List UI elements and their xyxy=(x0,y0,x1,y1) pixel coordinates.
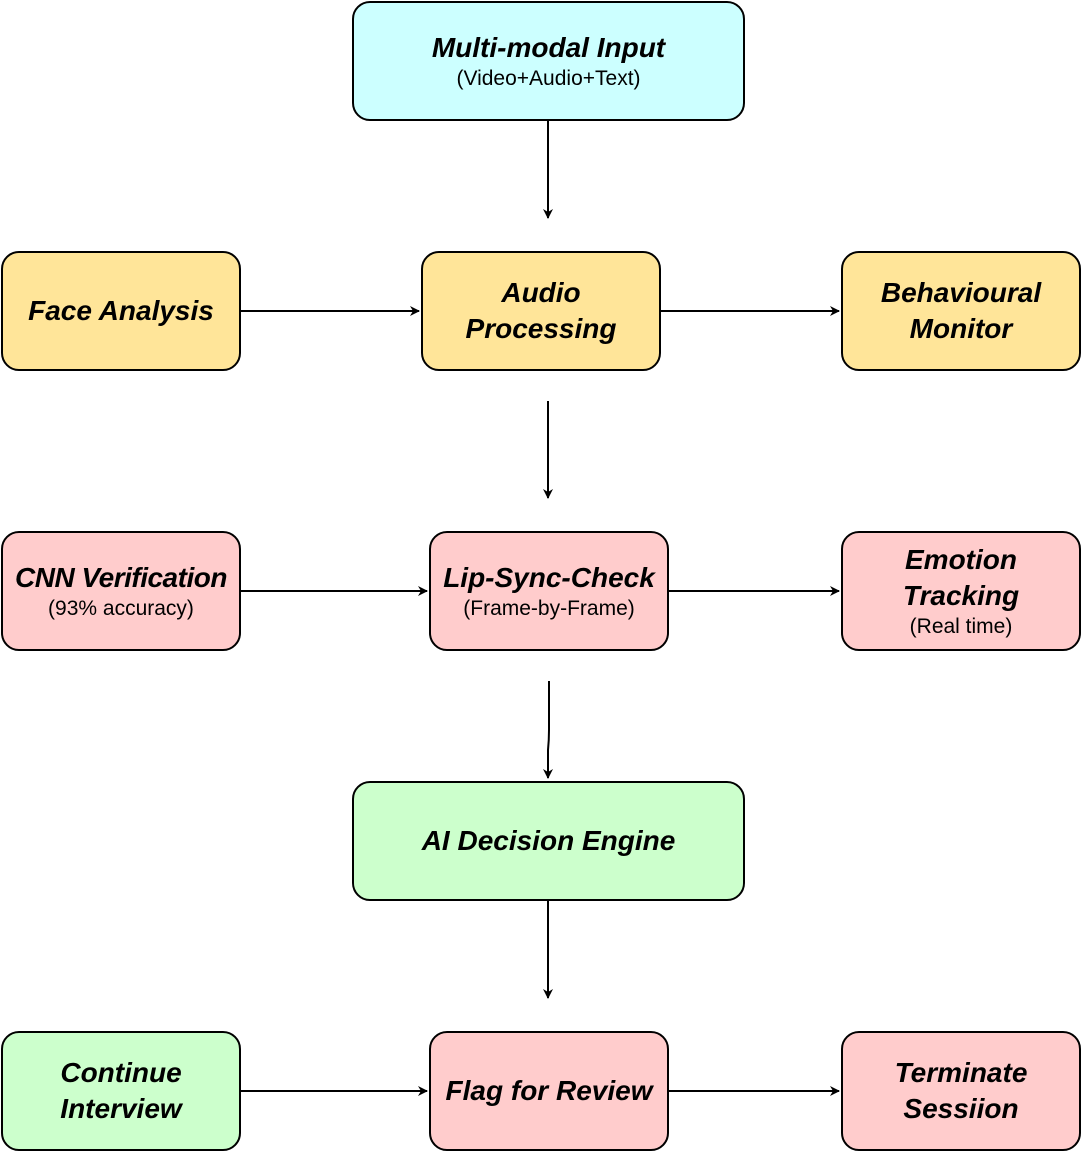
node-title: CNN Verification xyxy=(15,562,227,593)
node-cnn-verification[interactable]: CNN Verification (93% accuracy) xyxy=(1,531,241,651)
node-title-line2: Sessiion xyxy=(903,1093,1019,1124)
node-lip-sync-check[interactable]: Lip-Sync-Check (Frame-by-Frame) xyxy=(429,531,669,651)
node-title: Flag for Review xyxy=(445,1075,653,1106)
node-multimodal-input[interactable]: Multi-modal Input (Video+Audio+Text) xyxy=(352,1,745,121)
node-subtitle: (93% accuracy) xyxy=(48,597,194,620)
node-ai-decision-engine[interactable]: AI Decision Engine xyxy=(352,781,745,901)
edge-lipsync-to-decision xyxy=(543,681,553,779)
node-subtitle: (Real time) xyxy=(909,615,1013,638)
node-behavioural-monitor[interactable]: Behavioural Monitor xyxy=(841,251,1081,371)
node-flag-for-review[interactable]: Flag for Review xyxy=(429,1031,669,1151)
node-terminate-session[interactable]: Terminate Sessiion xyxy=(841,1031,1081,1151)
node-subtitle: (Frame-by-Frame) xyxy=(463,597,635,620)
node-face-analysis[interactable]: Face Analysis xyxy=(1,251,241,371)
node-title-line1: Terminate xyxy=(894,1057,1028,1088)
node-emotion-tracking[interactable]: Emotion Tracking (Real time) xyxy=(841,531,1081,651)
node-title-line2: Monitor xyxy=(909,313,1013,344)
node-continue-interview[interactable]: Continue Interview xyxy=(1,1031,241,1151)
node-subtitle: (Video+Audio+Text) xyxy=(456,67,641,90)
node-title-line2: Tracking xyxy=(902,580,1020,611)
node-title-line2: Interview xyxy=(60,1093,182,1124)
node-title-line1: Continue xyxy=(60,1057,182,1088)
node-title-line1: Emotion xyxy=(905,544,1017,575)
node-audio-processing[interactable]: Audio Processing xyxy=(421,251,661,371)
node-title-line1: Behavioural xyxy=(880,277,1042,308)
node-title: Face Analysis xyxy=(28,295,214,326)
node-title: AI Decision Engine xyxy=(421,825,676,856)
node-title: Lip-Sync-Check xyxy=(443,562,655,593)
node-title-line1: Audio xyxy=(501,277,581,308)
node-title-line2: Processing xyxy=(465,313,617,344)
node-title: Multi-modal Input xyxy=(431,32,666,63)
